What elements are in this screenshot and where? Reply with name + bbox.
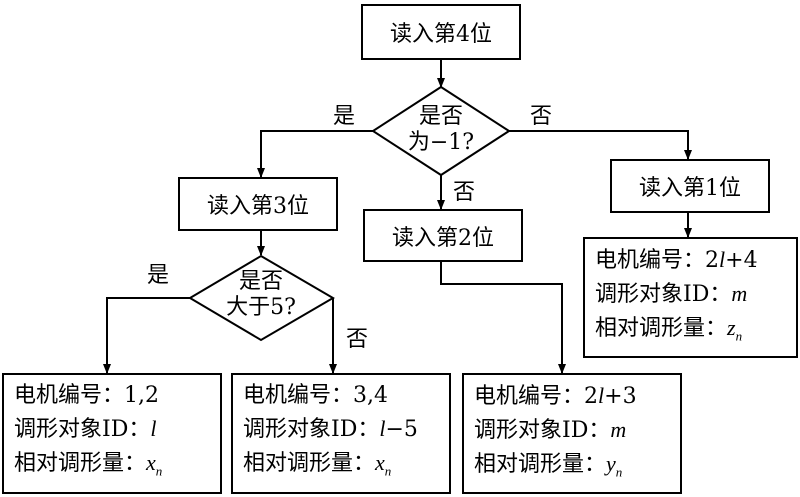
decision1-yes-label: 是 bbox=[333, 104, 356, 129]
read-bit2-text: 读入第2位 bbox=[392, 225, 494, 251]
output3-target-value: m bbox=[610, 416, 627, 442]
decision2-line1: 是否 bbox=[238, 269, 283, 294]
decision1-label: 是否 为−1? bbox=[391, 104, 491, 156]
output-box-4: 电机编号：2l+4 调形对象ID：m 相对调形量：zn bbox=[583, 237, 798, 358]
output1-relative-row: 相对调形量：xn bbox=[14, 450, 163, 479]
decision2-yes-label: 是 bbox=[147, 263, 170, 288]
output2-motor-row: 电机编号：3,4 bbox=[243, 383, 389, 409]
read-bit1-box: 读入第1位 bbox=[610, 159, 770, 213]
read-bit4-box: 读入第4位 bbox=[361, 4, 521, 60]
arrow-decision1-no bbox=[509, 130, 692, 160]
read-bit3-text: 读入第3位 bbox=[207, 194, 309, 219]
output4-motor-row: 电机编号：2l+4 bbox=[595, 246, 758, 273]
decision2-label: 是否 大于5? bbox=[211, 269, 311, 321]
decision1-down-label: 否 bbox=[453, 180, 476, 205]
output2-relative-row: 相对调形量：xn bbox=[243, 450, 392, 479]
arrow-decision2-yes bbox=[103, 297, 190, 374]
output4-target-row: 调形对象ID：m bbox=[595, 280, 748, 307]
output4-target-value: m bbox=[731, 280, 748, 306]
decision1-diamond bbox=[371, 85, 511, 177]
read-bit2-box: 读入第2位 bbox=[363, 209, 523, 262]
read-bit1-text: 读入第1位 bbox=[639, 176, 741, 201]
output3-target-row: 调形对象ID：m bbox=[474, 416, 627, 443]
output1-motor-value: 1,2 bbox=[124, 383, 160, 409]
output4-relative-row: 相对调形量：zn bbox=[595, 314, 743, 344]
decision1-no-label: 否 bbox=[530, 104, 553, 129]
output2-target-row: 调形对象ID：l−5 bbox=[243, 416, 418, 443]
output-box-3: 电机编号：2l+3 调形对象ID：m 相对调形量：yn bbox=[462, 373, 682, 494]
read-bit3-box: 读入第3位 bbox=[178, 177, 338, 231]
decision1-line1: 是否 bbox=[418, 104, 463, 129]
output1-target-value: l bbox=[150, 416, 157, 442]
output-box-1: 电机编号：1,2 调形对象ID：l 相对调形量：xn bbox=[2, 373, 222, 494]
decision1-line2: 为−1? bbox=[407, 130, 475, 155]
output1-motor-row: 电机编号：1,2 bbox=[14, 383, 160, 409]
output2-motor-value: 3,4 bbox=[353, 383, 389, 409]
read-bit4-text: 读入第4位 bbox=[390, 22, 492, 47]
arrow-read2-to-output3 bbox=[440, 262, 566, 374]
decision2-diamond bbox=[188, 254, 335, 342]
arrow-decision1-yes bbox=[257, 130, 373, 178]
output-box-2: 电机编号：3,4 调形对象ID：l−5 相对调形量：xn bbox=[231, 373, 451, 494]
output1-target-row: 调形对象ID：l bbox=[14, 416, 157, 443]
output3-motor-row: 电机编号：2l+3 bbox=[474, 382, 637, 409]
decision2-no-label: 否 bbox=[346, 327, 369, 352]
decision2-line2: 大于5? bbox=[226, 295, 296, 320]
output3-relative-row: 相对调形量：yn bbox=[474, 450, 623, 480]
